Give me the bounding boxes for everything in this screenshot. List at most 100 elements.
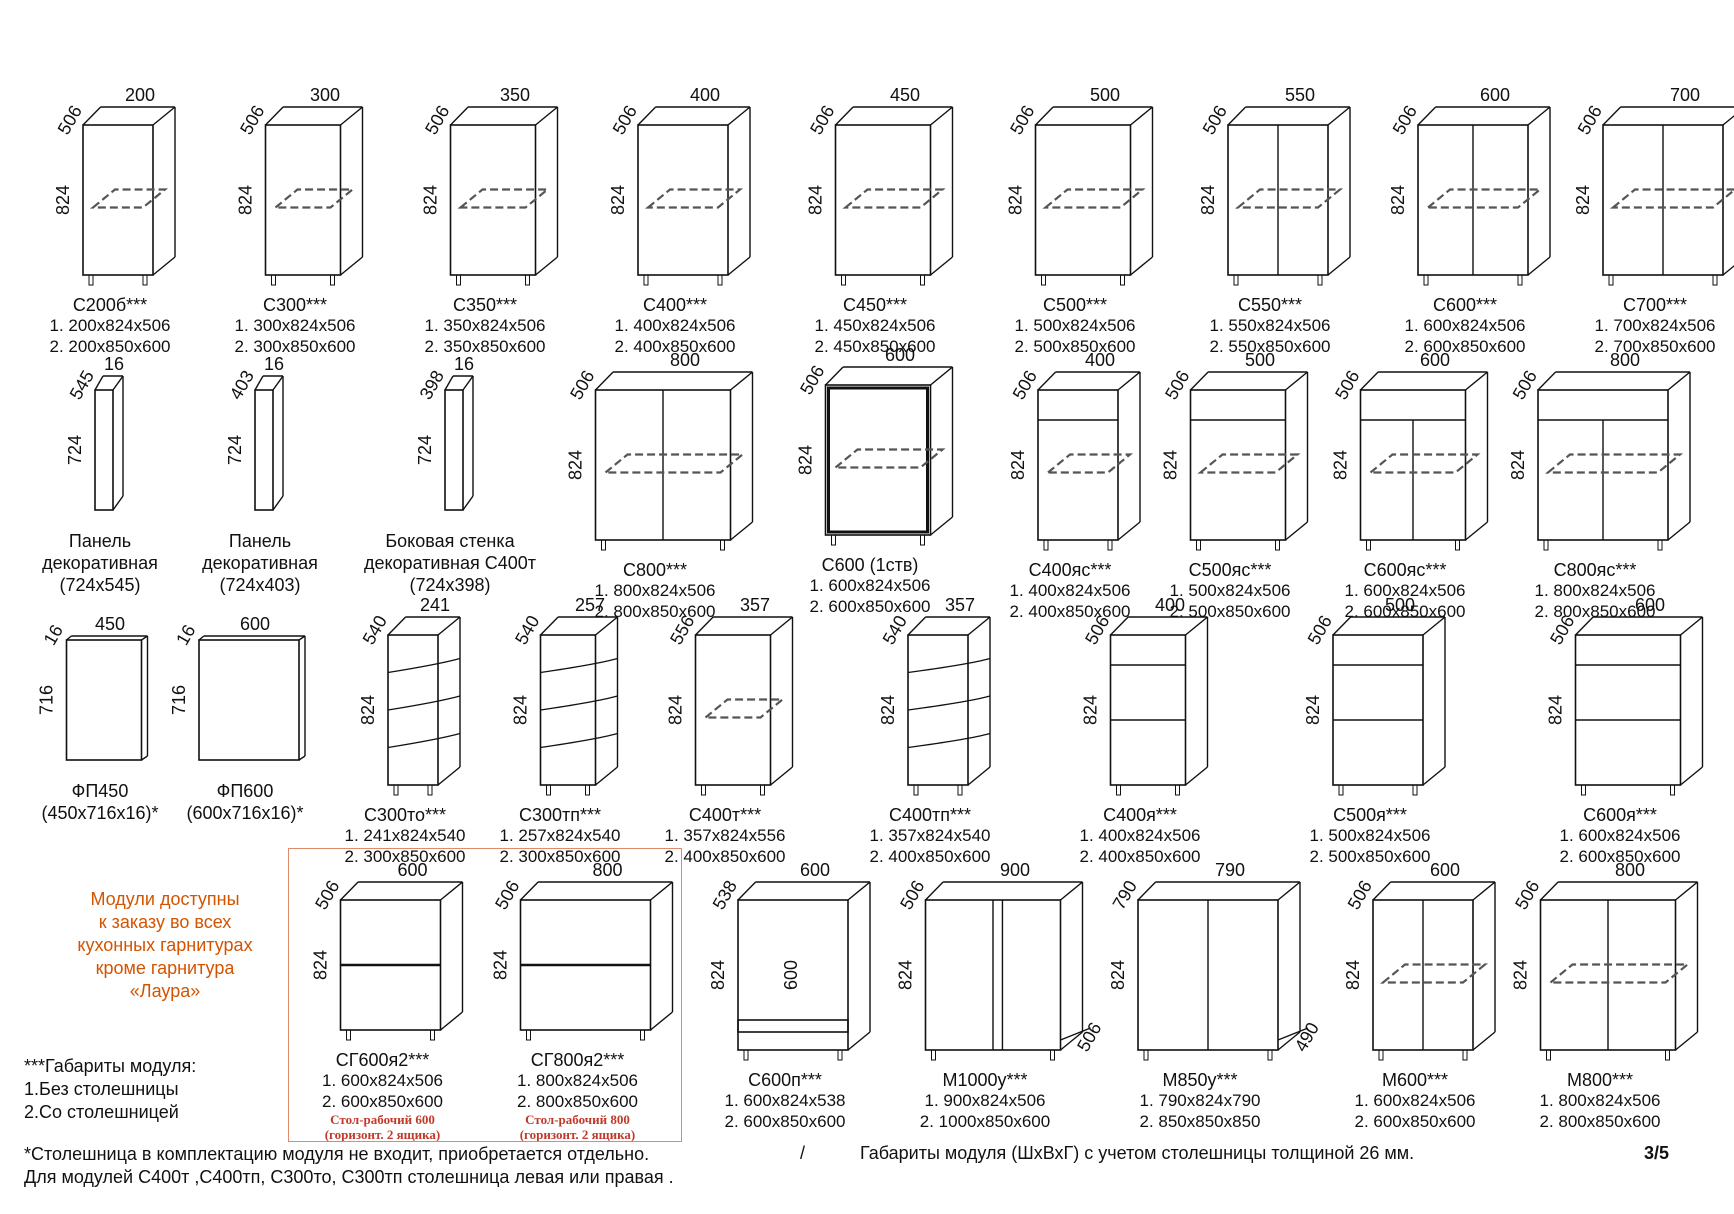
dimension-label: 400	[1155, 595, 1185, 615]
dimension-label: 824	[53, 185, 73, 215]
module-name: С600***	[1432, 295, 1498, 315]
module-dimensions: 2. 800х850х600	[594, 602, 716, 621]
module-name: С400тп***	[888, 805, 972, 825]
module-name: С400***	[642, 295, 708, 315]
dimension-label: 506	[236, 102, 268, 138]
dimension-label: 506	[421, 102, 453, 138]
dimension-label: 824	[1081, 695, 1101, 725]
dimension-label: 506	[1304, 612, 1336, 648]
dimension-label: 506	[54, 102, 86, 138]
module-dimensions: 2. 400х850х600	[1079, 847, 1201, 866]
module-dimensions: 2. 500х850х600	[1309, 847, 1431, 866]
module-dimensions: 2. 200х850х600	[49, 337, 171, 356]
module-dimensions: 1. 600х824х506	[1354, 1091, 1476, 1110]
module-dimensions: 2. 600х850х600	[1404, 337, 1526, 356]
module-dimensions: 1. 600х824х506	[1344, 581, 1466, 600]
dimension-label: 538	[709, 877, 741, 913]
module-dimensions: 1. 200х824х506	[49, 316, 171, 335]
module-dimensions: 2. 400х850х600	[614, 337, 736, 356]
module-dimensions: 1. 790х824х790	[1139, 1091, 1261, 1110]
dimension-label: 16	[264, 354, 284, 374]
module-dimensions: 1. 800х824х506	[594, 581, 716, 600]
module-dimensions: 1. 450х824х506	[814, 316, 936, 335]
module-name: СГ800я2***	[530, 1050, 625, 1070]
dimension-label: 824	[566, 450, 586, 480]
module-dimensions: 1. 600х824х506	[809, 576, 931, 595]
footer-line: Для модулей С400т ,С400тп, С300то, С300т…	[24, 1167, 674, 1187]
footer-separator: /	[800, 1143, 806, 1163]
dimension-label: 824	[1546, 695, 1566, 725]
dimension-label: 490	[1291, 1019, 1323, 1055]
dimension-label: 824	[708, 960, 728, 990]
module-label: ФП450	[71, 781, 129, 801]
dimension-label: 824	[1008, 450, 1028, 480]
dimension-label: 506	[1511, 877, 1543, 913]
module-dimensions: 1. 300х824х506	[234, 316, 356, 335]
module-dimensions: 1. 800х824х506	[517, 1071, 638, 1090]
module-caption: ФП450(450х716х16)*	[20, 780, 180, 824]
dimension-label: 824	[421, 185, 441, 215]
dimension-label: 506	[1574, 102, 1606, 138]
module-name: М800***	[1566, 1070, 1634, 1090]
dimension-label: 506	[609, 102, 641, 138]
dimension-label: 824	[1161, 450, 1181, 480]
dimension-label: 403	[226, 367, 258, 403]
module-name: С600я***	[1583, 805, 1657, 825]
dimension-label: 540	[359, 612, 391, 648]
module-dimensions: 1. 700х824х506	[1594, 316, 1716, 335]
dimension-label: 16	[454, 354, 474, 374]
dimension-label: 600	[1420, 350, 1450, 370]
module-dimensions: 1. 357х824х556	[664, 826, 786, 845]
dimension-label: 824	[1198, 185, 1218, 215]
module-label: (450х716х16)*	[41, 803, 159, 823]
dimension-label: 300	[310, 85, 340, 105]
module-label: (724х403)	[219, 575, 301, 595]
dimension-label: 506	[1006, 102, 1038, 138]
dimension-label: 724	[65, 435, 85, 465]
dimension-label: 790	[1109, 877, 1141, 913]
module-dimensions: 2. 700х850х600	[1594, 337, 1716, 356]
footer-dimensions-note: Габариты модуля (ШхВхГ) с учетом столешн…	[860, 1143, 1415, 1163]
module-label: (724х398)	[409, 575, 491, 595]
dimension-label: 500	[1385, 595, 1415, 615]
module-name: М850у***	[1162, 1070, 1238, 1090]
dimension-label: 357	[740, 595, 770, 615]
sg-modules-frame	[288, 848, 682, 1142]
module-name: С600п***	[748, 1070, 822, 1090]
dimension-label: 545	[66, 367, 98, 403]
dimension-label: 506	[1546, 612, 1578, 648]
availability-line: кухонных гарнитурах	[77, 935, 253, 955]
dimension-label: 824	[1573, 185, 1593, 215]
